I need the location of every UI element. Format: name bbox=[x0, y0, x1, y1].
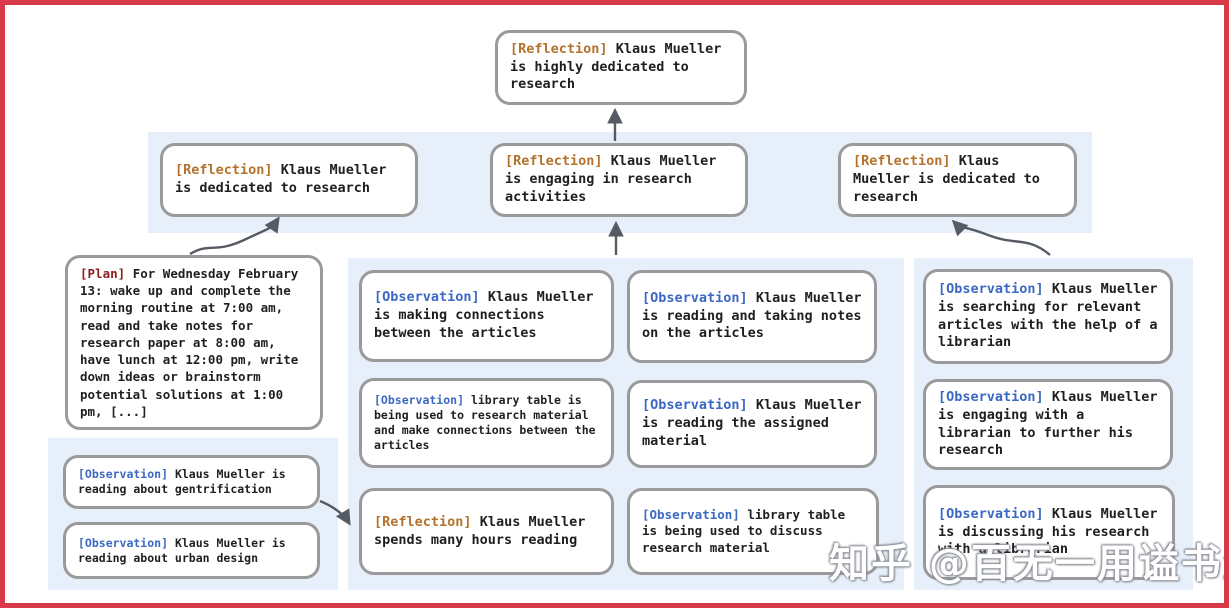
reflection-tag: [Reflection] bbox=[374, 513, 472, 530]
memory-node-obs-engaging-librarian: [Observation] Klaus Mueller is engaging … bbox=[923, 379, 1173, 470]
node-text: Klaus Mueller is highly dedicated to res… bbox=[510, 40, 722, 93]
node-text: Klaus Mueller is reading the assigned ma… bbox=[642, 397, 862, 449]
node-text: Klaus Mueller spends many hours reading bbox=[374, 513, 586, 548]
observation-tag: [Observation] bbox=[938, 505, 1044, 522]
memory-node-reflection-hours: [Reflection] Klaus Mueller spends many h… bbox=[359, 488, 614, 575]
node-text: Klaus Mueller is reading about urban des… bbox=[78, 535, 286, 565]
node-text: Klaus Mueller is engaging with a librari… bbox=[938, 388, 1158, 459]
memory-node-plan: [Plan] For Wednesday February 13: wake u… bbox=[65, 255, 323, 430]
memory-node-obs-discussing: [Observation] Klaus Mueller is discussin… bbox=[923, 485, 1175, 580]
node-text: Klaus Mueller is discussing his research… bbox=[938, 505, 1158, 558]
node-text: Klaus Mueller is reading and taking note… bbox=[642, 289, 862, 342]
memory-node-reflection-right: [Reflection] Klaus Mueller is dedicated … bbox=[838, 143, 1077, 217]
node-text: library table is being used to research … bbox=[374, 393, 596, 452]
memory-node-root-reflection: [Reflection] Klaus Mueller is highly ded… bbox=[495, 30, 747, 105]
memory-node-reflection-middle: [Reflection] Klaus Mueller is engaging i… bbox=[490, 143, 748, 217]
node-text: Klaus Mueller is engaging in research ac… bbox=[505, 153, 717, 205]
memory-node-obs-assigned: [Observation] Klaus Mueller is reading t… bbox=[627, 380, 877, 468]
observation-tag: [Observation] bbox=[642, 507, 740, 523]
node-text: Klaus Mueller is making connections betw… bbox=[374, 289, 594, 341]
observation-tag: [Observation] bbox=[78, 535, 169, 550]
reflection-tag: [Reflection] bbox=[175, 162, 273, 179]
observation-tag: [Observation] bbox=[938, 388, 1044, 405]
memory-node-reflection-left: [Reflection] Klaus Mueller is dedicated … bbox=[160, 143, 418, 217]
reflection-tag: [Reflection] bbox=[510, 40, 608, 57]
node-text: library table is being used to discuss r… bbox=[642, 507, 846, 555]
observation-tag: [Observation] bbox=[642, 289, 748, 306]
node-text: For Wednesday February 13: wake up and c… bbox=[80, 265, 299, 419]
observation-tag: [Observation] bbox=[374, 393, 465, 408]
observation-tag: [Observation] bbox=[78, 467, 169, 482]
memory-node-obs-library-research: [Observation] library table is being use… bbox=[359, 378, 614, 468]
node-text: Klaus Mueller is dedicated to research bbox=[175, 162, 387, 196]
observation-tag: [Observation] bbox=[938, 280, 1044, 297]
node-text: Klaus Mueller is searching for relevant … bbox=[938, 280, 1158, 351]
memory-node-obs-gentrification: [Observation] Klaus Mueller is reading a… bbox=[63, 455, 320, 509]
memory-node-obs-taking-notes: [Observation] Klaus Mueller is reading a… bbox=[627, 270, 877, 363]
node-text: Klaus Mueller is dedicated to research bbox=[853, 153, 1040, 205]
observation-tag: [Observation] bbox=[374, 289, 480, 306]
plan-tag: [Plan] bbox=[80, 265, 126, 281]
memory-node-obs-connections: [Observation] Klaus Mueller is making co… bbox=[359, 270, 614, 362]
memory-node-obs-searching: [Observation] Klaus Mueller is searching… bbox=[923, 269, 1173, 364]
memory-node-obs-urban-design: [Observation] Klaus Mueller is reading a… bbox=[63, 522, 320, 579]
observation-tag: [Observation] bbox=[642, 397, 748, 414]
memory-node-obs-library-discuss: [Observation] library table is being use… bbox=[627, 488, 879, 575]
reflection-tag: [Reflection] bbox=[853, 153, 951, 170]
reflection-tag: [Reflection] bbox=[505, 153, 603, 170]
node-text: Klaus Mueller is reading about gentrific… bbox=[78, 467, 286, 496]
zhihu-watermark: 知乎 @百无一用谥书生 bbox=[829, 541, 1229, 587]
